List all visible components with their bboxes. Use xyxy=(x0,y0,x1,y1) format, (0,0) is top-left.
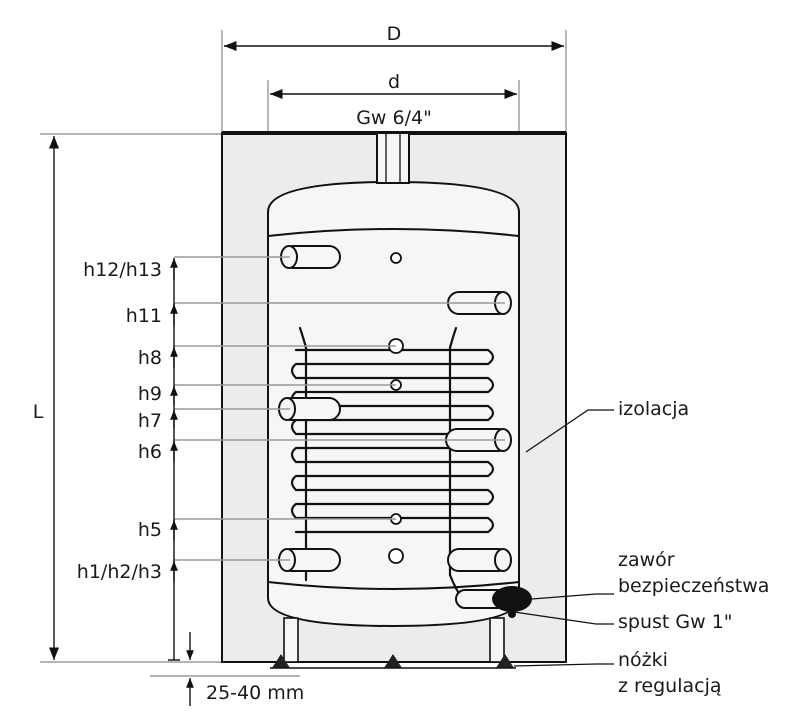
label-h12-h13: h12/h13 xyxy=(83,259,162,281)
top-connection-nozzle xyxy=(376,132,410,184)
feet-label-1: nóżki xyxy=(618,649,668,671)
top-connection-label: Gw 6/4" xyxy=(356,107,432,129)
tank-legs xyxy=(270,617,516,669)
drain-label: spust Gw 1" xyxy=(618,611,733,633)
outer-diameter-label: D xyxy=(387,23,402,45)
label-h7: h7 xyxy=(138,410,162,432)
height-L-label: L xyxy=(33,401,44,423)
height-leader-lines xyxy=(174,256,505,561)
label-h8: h8 xyxy=(138,347,162,369)
label-h11: h11 xyxy=(126,305,162,327)
label-h1-h2-h3: h1/h2/h3 xyxy=(77,561,162,583)
safety-valve-drain xyxy=(455,586,532,618)
foot-gap-label: 25-40 mm xyxy=(206,682,304,704)
label-h6: h6 xyxy=(138,441,162,463)
dimension-lines xyxy=(48,40,564,706)
label-h9: h9 xyxy=(138,383,162,405)
safety-valve-label-2: bezpieczeństwa xyxy=(618,575,769,597)
feet-label-2: z regulacją xyxy=(618,675,722,697)
inner-diameter-label: d xyxy=(388,71,400,93)
safety-valve-label-1: zawór xyxy=(618,549,675,571)
callout-leaders xyxy=(513,409,614,667)
insulation-label: izolacja xyxy=(618,398,689,420)
label-h5: h5 xyxy=(138,519,162,541)
